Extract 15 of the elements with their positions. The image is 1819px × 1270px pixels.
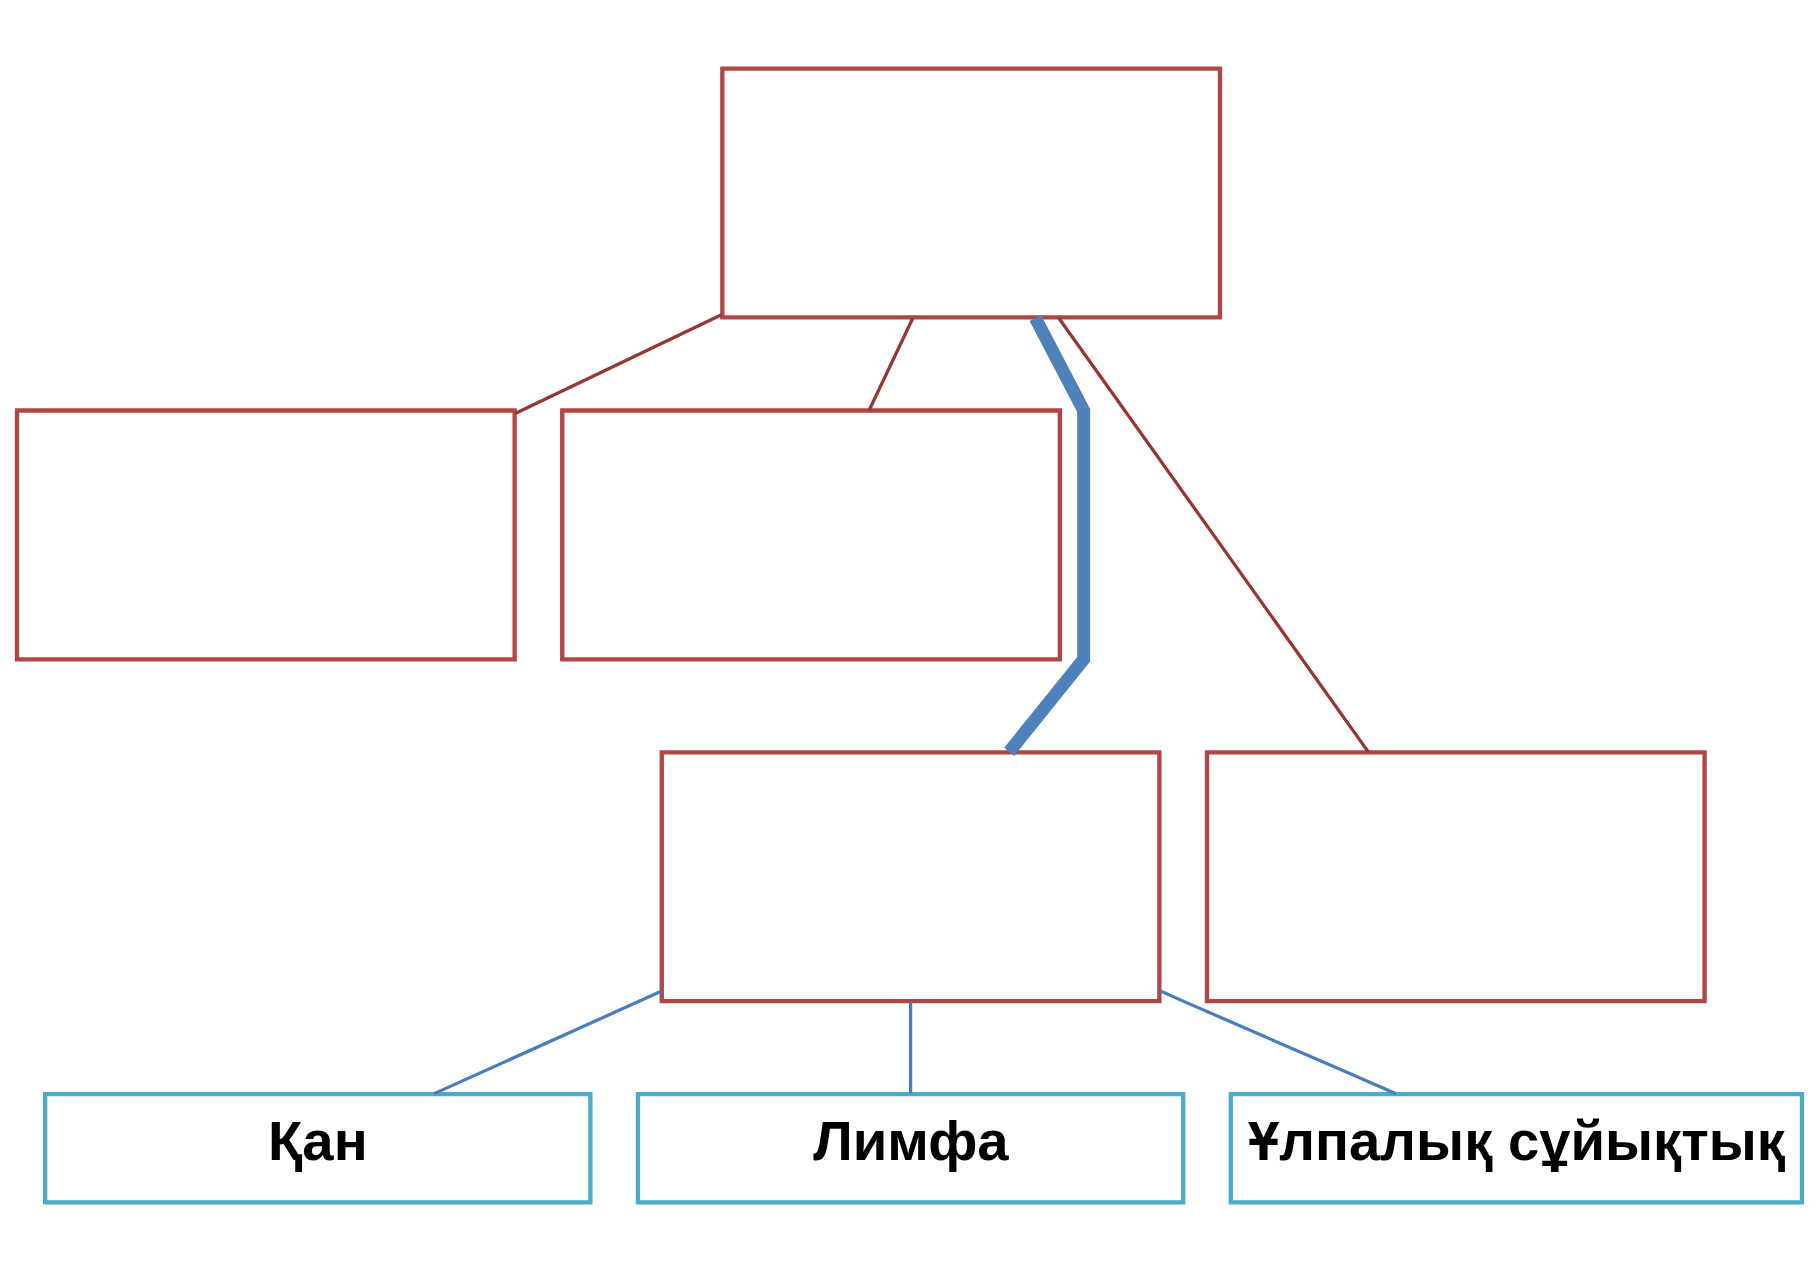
node-box: Ұлпалық сұйықтық <box>1228 1091 1805 1204</box>
connector <box>867 316 915 411</box>
connector <box>1159 988 1397 1095</box>
connector <box>1004 314 1091 756</box>
connector <box>908 1001 913 1094</box>
node-box <box>720 66 1223 320</box>
node-box <box>14 407 517 661</box>
node-box: Лимфа <box>635 1091 1186 1204</box>
connector <box>1057 316 1370 753</box>
connector <box>514 312 723 415</box>
node-box <box>1204 749 1707 1003</box>
connector <box>432 989 663 1095</box>
node-box: Қан <box>43 1091 593 1204</box>
node-box <box>560 407 1063 661</box>
node-box <box>659 749 1162 1003</box>
